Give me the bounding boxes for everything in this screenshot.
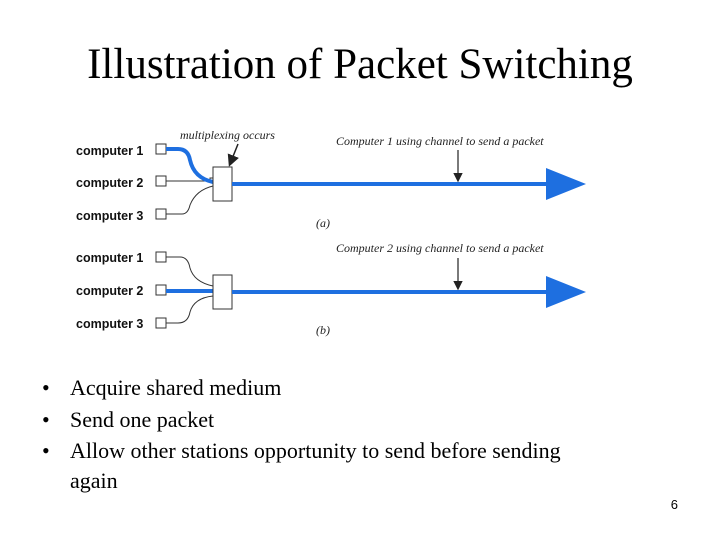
multiplexer [212, 166, 233, 202]
bullet-item: Acquire shared medium [42, 372, 590, 404]
diagram-part-a: computer 1 computer 2 computer 3 multipl… [76, 128, 586, 230]
mux-pointer [227, 143, 239, 167]
caption-b: (b) [316, 323, 330, 337]
computer-port [155, 143, 167, 155]
wire [166, 295, 214, 324]
bullet-item: Send one packet [42, 404, 590, 436]
diagram-part-b: computer 1 computer 2 computer 3 Compute… [76, 241, 586, 337]
channel-note: Computer 1 using channel to send a packe… [336, 134, 544, 148]
computer-port [155, 284, 167, 296]
computer-label: computer 3 [76, 209, 143, 223]
computer-label: computer 1 [76, 144, 143, 158]
wire [166, 185, 214, 215]
wire [166, 256, 214, 287]
packet-switching-diagram: computer 1 computer 2 computer 3 multipl… [76, 128, 586, 337]
active-wire [166, 147, 214, 184]
computer-label: computer 3 [76, 317, 143, 331]
computer-label: computer 2 [76, 284, 143, 298]
computer-label: computer 1 [76, 251, 143, 265]
computer-label: computer 2 [76, 176, 143, 190]
bullet-item: Allow other stations opportunity to send… [42, 436, 590, 496]
computer-port [155, 175, 167, 187]
computer-port [155, 317, 167, 329]
computer-port [155, 251, 167, 263]
channel-note: Computer 2 using channel to send a packe… [336, 241, 544, 255]
multiplexer [212, 274, 233, 310]
computer-port [155, 208, 167, 220]
bullet-list: Acquire shared medium Send one packet Al… [42, 372, 590, 496]
slide-title: Illustration of Packet Switching [87, 41, 633, 88]
mux-note: multiplexing occurs [180, 128, 275, 142]
page-number: 6 [670, 497, 678, 512]
caption-a: (a) [316, 216, 330, 230]
